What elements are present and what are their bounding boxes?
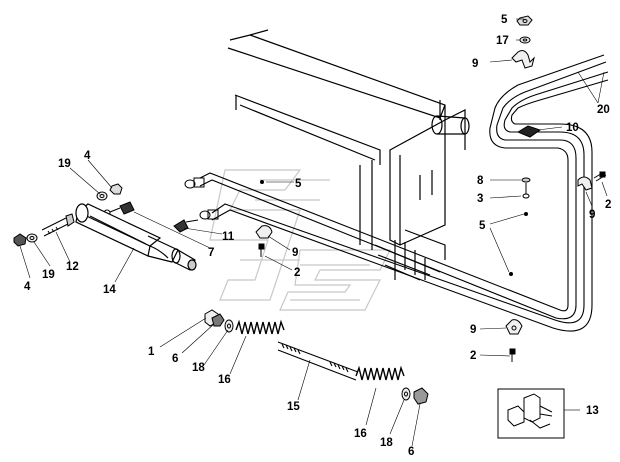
nut-5-marker-a [260, 180, 264, 184]
callout-18-right: 18 [380, 437, 393, 449]
callout-4-top: 4 [84, 150, 91, 162]
nut-6-right [413, 387, 429, 405]
callout-19-top: 19 [58, 158, 71, 170]
washer-18-left [224, 319, 234, 333]
callout-16-left: 16 [218, 374, 231, 386]
washer-19-bottom [26, 233, 38, 243]
callout-10: 10 [566, 122, 579, 134]
bolt-12 [41, 213, 75, 237]
callout-11: 11 [222, 231, 235, 243]
clamp-9-bottom [505, 319, 523, 335]
callout-labels: 5 17 9 20 10 8 3 5 9 2 9 2 13 5 9 2 11 7… [24, 14, 611, 458]
callout-19-bottom: 19 [42, 269, 55, 281]
spring-16-left [235, 319, 285, 335]
nut-4-left-top [109, 183, 123, 195]
washer-17 [519, 36, 531, 44]
washer-19-top [96, 191, 108, 201]
pivot-pin [431, 115, 470, 135]
callout-18-left: 18 [192, 362, 205, 374]
rod-15 [277, 341, 359, 381]
pipe-fitting-lower [199, 209, 219, 220]
callout-2-bottom: 2 [470, 350, 476, 362]
hydraulic-pipe-upper [199, 54, 607, 320]
nut-4-left-bottom [13, 233, 27, 247]
callout-9-center: 9 [292, 247, 298, 259]
nut-5-marker-c [509, 272, 513, 276]
callout-12: 12 [66, 261, 79, 273]
clamp-9-right [577, 176, 593, 191]
callout-16-right: 16 [354, 428, 367, 440]
bolt-2-bottom [509, 348, 516, 362]
nut-5-top [516, 15, 533, 26]
callout-5-center: 5 [295, 178, 302, 190]
washer-18-right [401, 387, 411, 401]
callout-6-right: 6 [408, 446, 414, 458]
callout-6-left: 6 [172, 353, 178, 365]
callout-9-top: 9 [472, 58, 478, 70]
hydraulic-pipe-lower [211, 71, 609, 332]
callout-20: 20 [597, 104, 610, 116]
callout-13: 13 [586, 405, 599, 417]
callout-2-center: 2 [294, 267, 300, 279]
callout-17: 17 [496, 35, 509, 47]
callout-3: 3 [477, 193, 483, 205]
nut-5-marker-b [524, 212, 528, 216]
callout-9-bottom: 9 [470, 324, 476, 336]
clamp-9-top [511, 50, 535, 69]
callout-2-right: 2 [605, 199, 611, 211]
callout-1: 1 [148, 346, 155, 358]
machine-frame [227, 29, 466, 281]
callout-7: 7 [208, 247, 214, 259]
callout-4-bottom: 4 [24, 281, 31, 293]
bolt-2-right [593, 171, 607, 182]
leader-lines [19, 18, 608, 447]
callout-8: 8 [477, 175, 484, 187]
callout-5-top: 5 [501, 14, 508, 26]
callout-9-right: 9 [589, 209, 595, 221]
watermark-logo [209, 169, 391, 311]
hydraulic-cylinder-14 [75, 203, 197, 271]
callout-5-right: 5 [479, 220, 486, 232]
washer-3 [522, 183, 530, 199]
bolt-2-center [258, 243, 265, 257]
bracket-10 [516, 125, 542, 138]
clamp-9-center [255, 225, 273, 239]
spring-16-right [355, 365, 405, 381]
inset-box-13 [497, 388, 565, 439]
callout-14: 14 [103, 284, 116, 296]
fitting-11 [173, 219, 199, 233]
pipe-fitting-upper [184, 177, 205, 189]
bolt-8 [521, 177, 531, 183]
callout-15: 15 [287, 401, 300, 413]
